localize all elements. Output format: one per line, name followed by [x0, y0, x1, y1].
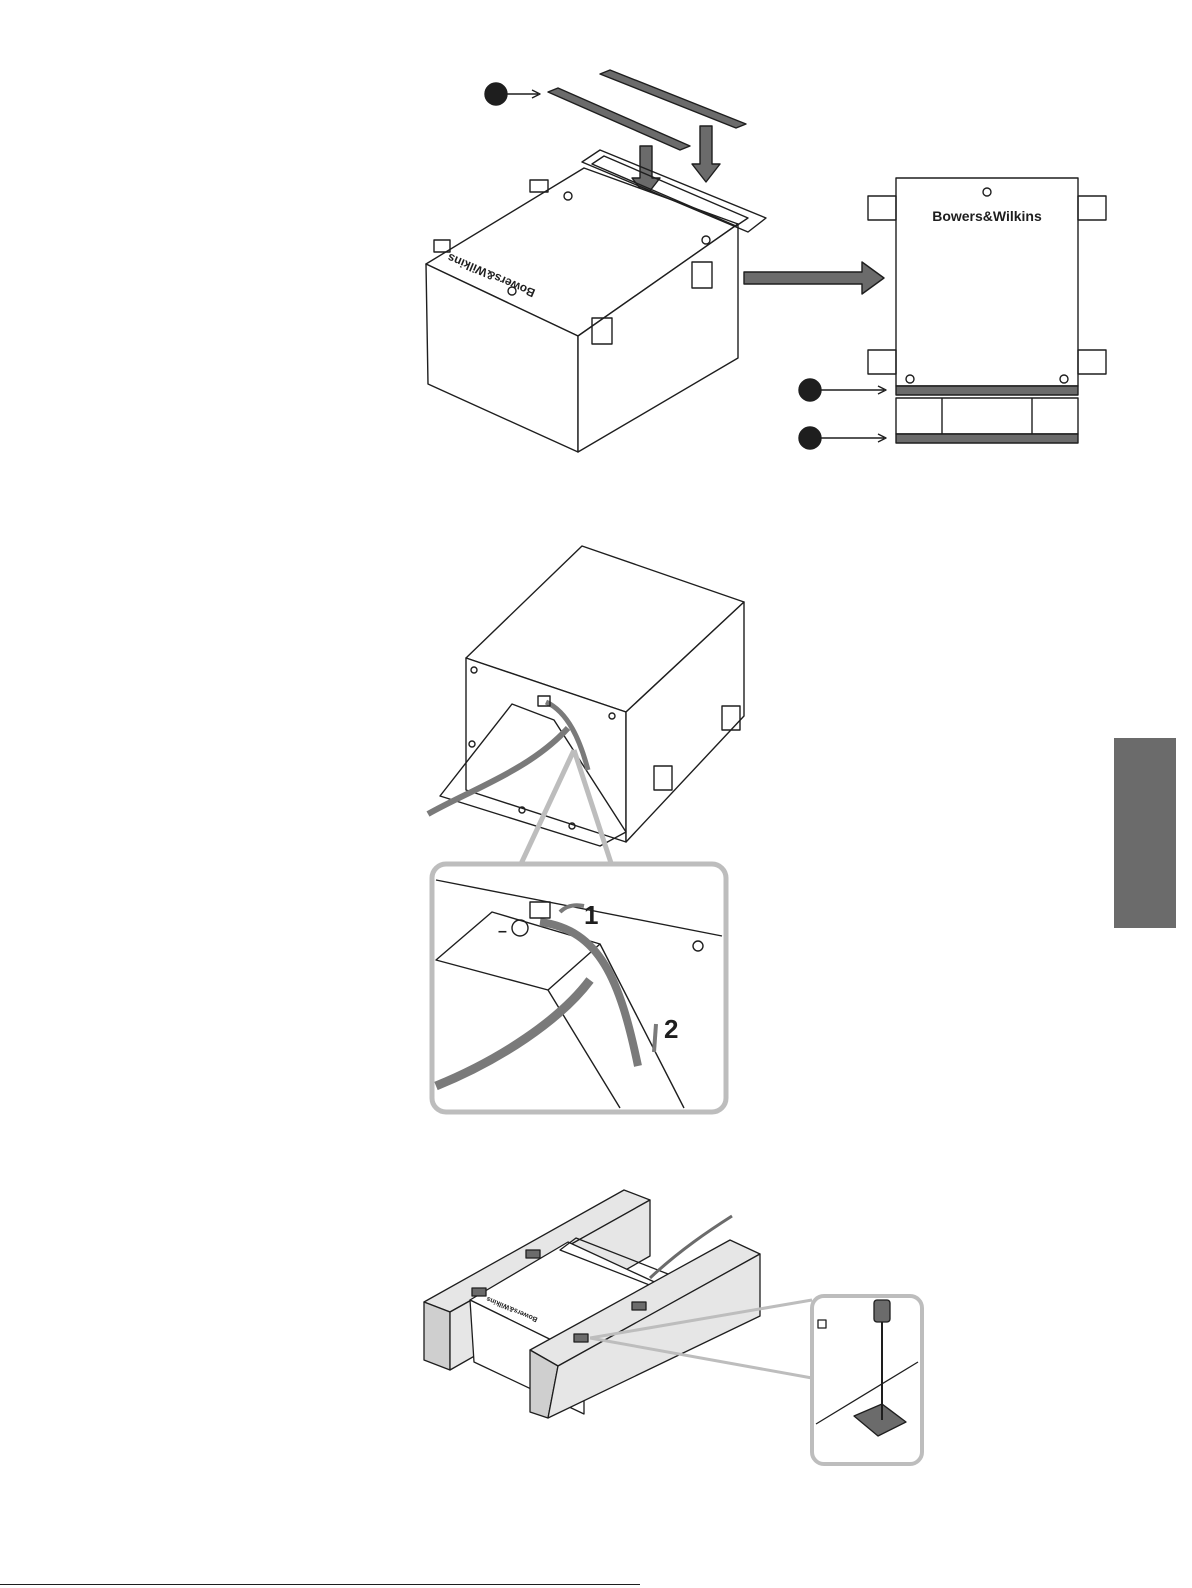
figure-enclosure-assembly	[426, 70, 1106, 452]
detail-inset-screwdriver	[812, 1296, 922, 1464]
mounting-bracket	[868, 350, 896, 374]
arrow-down-right	[692, 126, 720, 182]
callout-step-1: 1	[584, 900, 598, 930]
callout-step-2: 2	[664, 1014, 678, 1044]
brand-logo-front-view: Bowers&Wilkins	[932, 208, 1042, 224]
arrow-step-2	[654, 1024, 656, 1052]
mounting-bracket	[1078, 350, 1106, 374]
mounting-bracket	[574, 1334, 588, 1342]
screwdriver-icon	[874, 1300, 890, 1322]
mounting-bracket	[472, 1288, 486, 1296]
mounting-bracket	[868, 196, 896, 220]
callout-marker-strip	[485, 83, 507, 105]
mounting-bracket	[530, 180, 548, 192]
mounting-bracket	[1078, 196, 1106, 220]
figure-cable-connection	[428, 546, 744, 1112]
frame-section	[896, 398, 1078, 434]
trim-strip-upper	[896, 386, 1078, 395]
trim-strip-lower	[896, 434, 1078, 443]
callout-marker-upper	[799, 379, 821, 401]
mounting-bracket	[632, 1302, 646, 1310]
callout-marker-lower	[799, 427, 821, 449]
mounting-bracket	[526, 1250, 540, 1258]
terminal-sign: –	[498, 923, 507, 940]
arrow-right	[744, 262, 884, 294]
footer-rule	[0, 1584, 640, 1585]
section-edge-tab	[1114, 738, 1176, 928]
figure-joist-mounting	[424, 1190, 922, 1464]
joist-rear-front	[424, 1302, 450, 1370]
